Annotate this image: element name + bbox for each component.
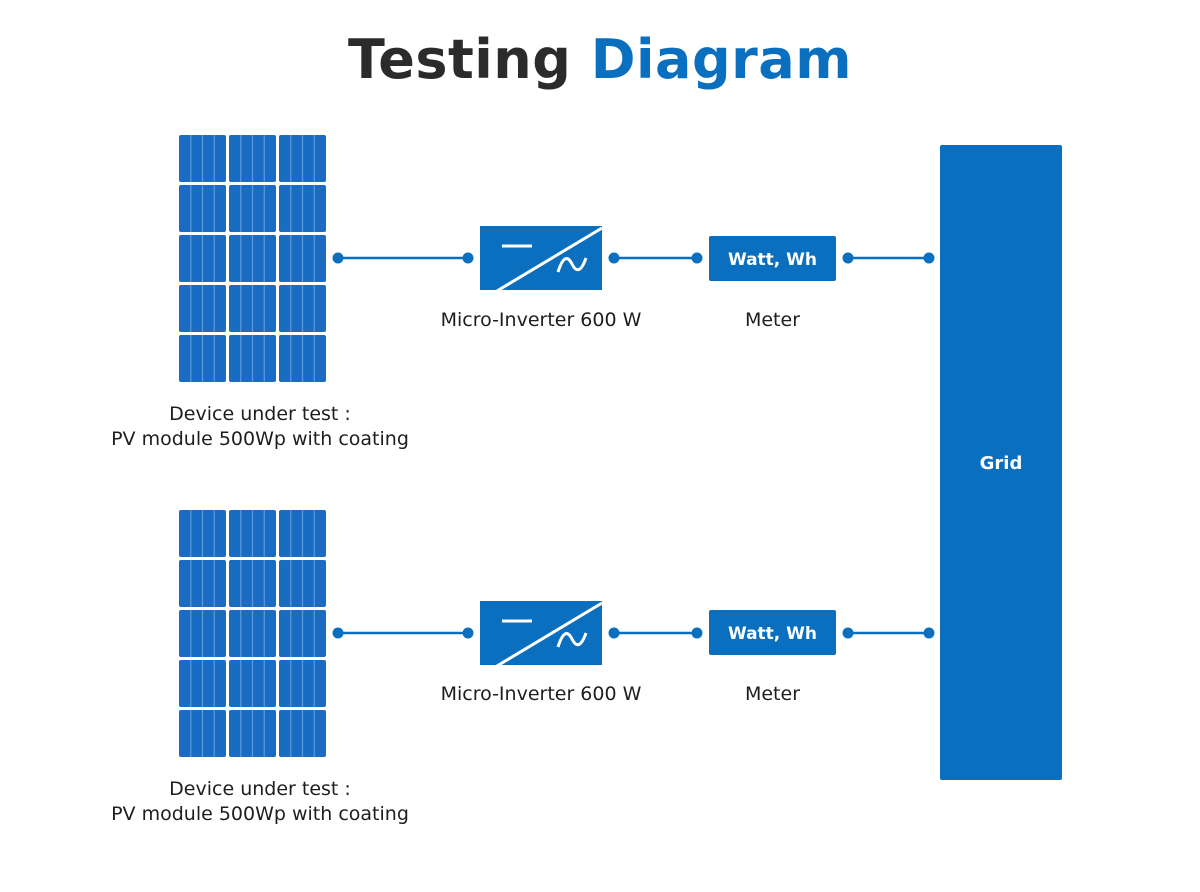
- meter-text: Watt, Wh: [728, 624, 817, 644]
- solar-panel-icon: [179, 135, 326, 382]
- meter-text: Watt, Wh: [728, 250, 817, 270]
- connection-lines-row-1: [332, 252, 935, 264]
- grid-block: Grid: [940, 145, 1062, 780]
- title-part2: Diagram: [590, 28, 852, 91]
- connection-lines-row-2: [332, 627, 935, 639]
- meter-label: Meter: [744, 309, 801, 331]
- pv-label-line-2: PV module 500Wp with coating: [111, 428, 409, 450]
- pv-label-line-1: Device under test :: [169, 403, 351, 425]
- pv-label-line-2: PV module 500Wp with coating: [111, 803, 409, 825]
- dc-ac-inverter-icon: [480, 226, 603, 296]
- meter-box: Watt, Wh: [709, 236, 836, 281]
- dc-ac-inverter-icon: [480, 601, 603, 671]
- grid-label: Grid: [980, 453, 1023, 474]
- pv-module-label: Device under test : PV module 500Wp with…: [60, 777, 460, 827]
- inverter-label: Micro-Inverter 600 W: [440, 309, 642, 331]
- solar-panel-icon: [179, 510, 326, 757]
- meter-label: Meter: [744, 683, 801, 705]
- title-part1: Testing: [348, 28, 572, 91]
- inverter-label: Micro-Inverter 600 W: [440, 683, 642, 705]
- pv-label-line-1: Device under test :: [169, 778, 351, 800]
- meter-box: Watt, Wh: [709, 610, 836, 655]
- diagram-title: Testing Diagram: [0, 28, 1200, 91]
- pv-module-label: Device under test : PV module 500Wp with…: [60, 402, 460, 452]
